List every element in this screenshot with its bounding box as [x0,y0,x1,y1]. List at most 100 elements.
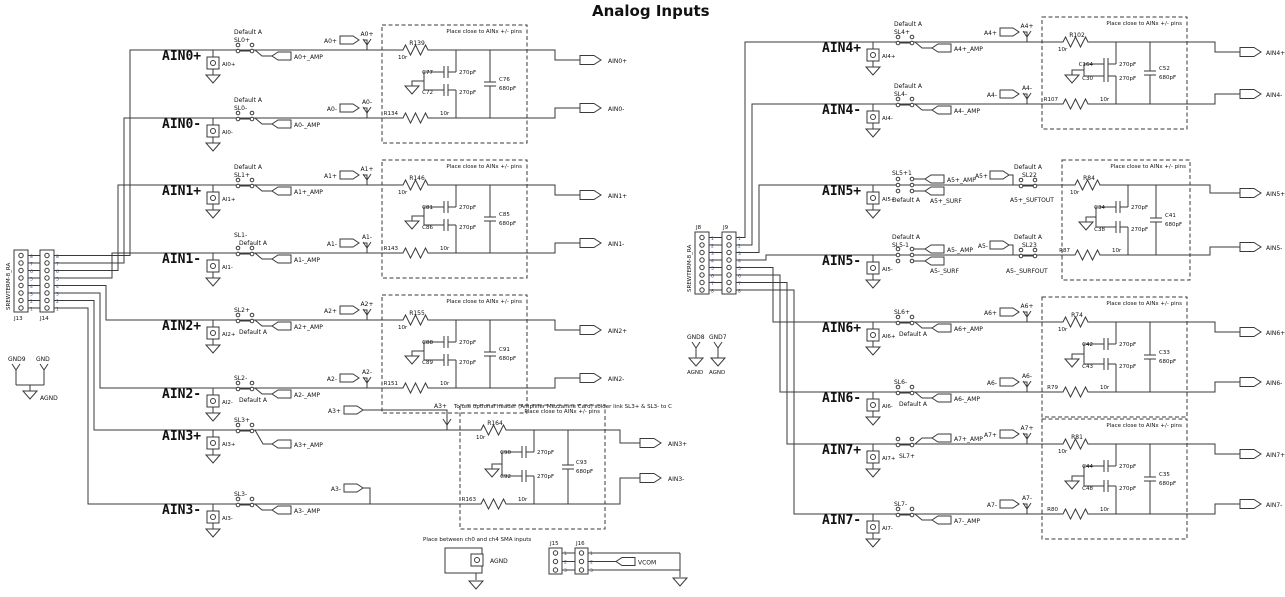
resistor [477,498,513,510]
testpoint [206,259,220,273]
testpoint [866,110,880,124]
testpoint-label: AI3- [222,516,233,522]
switch-ref: SL6+ [894,309,910,316]
cap-ref: C88 [422,340,433,346]
amp-net-label: A2-_AMP [294,392,320,399]
wires [820,311,1240,417]
net-tag [271,389,292,399]
channel-pair-ain0: AIN0+ AIN0- AI0+ AI0- Default A SL0+ Def… [160,24,627,152]
net-tag [343,405,364,415]
flag-label: A0- [362,99,372,106]
switch-default-label: Default A [894,83,923,90]
cap-value: 680pF [1159,481,1176,487]
pin-number: 6 [56,269,59,275]
net-tag [615,557,636,566]
filter-box [381,24,528,144]
resistor-value: 10r [1070,190,1080,196]
amp-net-label: A5+_AMP [947,177,976,184]
output-tag [1239,47,1262,57]
connector-type: SREWTERM-8_RA [687,245,693,292]
amp-net-label: A4+_AMP [954,46,983,53]
amp-net-label: A7-_AMP [954,518,980,525]
solder-link-switch [895,384,915,396]
output-tag [1239,499,1262,509]
resistor [1059,386,1095,398]
cap-value: 680pF [499,86,516,92]
gnd-flag-label: GND [36,356,50,363]
cap-value: 680pF [1159,75,1176,81]
channel-pair-ain7: AIN7+ AIN7- AI7+ AI7- SL7+ SL7- A7+_AMP … [820,418,1285,548]
net-label: A7- [987,502,997,509]
solder-link-switch [235,496,255,508]
pin-number: 2 [30,299,33,305]
connector-pins [699,234,732,293]
resistor-ref: R79 [1047,385,1058,391]
output-tag [579,325,602,335]
cap-ref: C44 [1082,464,1093,470]
switch-ref: SL2+ [234,307,250,314]
pin-number: 2 [711,244,714,250]
net-label: A0- [327,106,337,113]
solder-link-switch [235,422,255,434]
output-tag [579,55,602,65]
resistor [399,382,435,394]
net-tag [989,240,1010,250]
cap-value: 270pF [459,360,476,366]
channel-label: AIN4+ [822,41,861,56]
output-net-label: AIN7+ [1266,452,1285,459]
output-tag [579,190,602,200]
switch-default-label: Default A [894,21,923,28]
resistor-ref: R155 [409,310,425,317]
switch-ref: SL1- [234,232,247,239]
wires [160,409,640,529]
pin-number: 3 [738,251,741,257]
resistor-ref: R151 [384,381,398,387]
output-tag [579,103,602,113]
channel-pair-ain2: AIN2+ AIN2- AI2+ AI2- Default A SL2+ Def… [160,294,627,422]
filter-note: Place close to AINx +/- pins [1106,301,1182,307]
testpoint [206,394,220,408]
pin-number: 6 [738,274,741,280]
amp-net-label: A0+_AMP [294,54,323,61]
cap-ref: C89 [422,360,433,366]
resistor-ref: R143 [384,246,399,252]
ground-symbol [404,355,420,365]
ground-symbol [404,85,420,95]
filter-box [381,294,528,414]
ground-symbol [1064,480,1080,490]
pin-number: 6 [711,274,714,280]
cap-ref: C42 [1082,342,1093,348]
cap-ref: C72 [422,90,433,96]
solder-link-switch [1018,177,1038,189]
cap-ref: C77 [422,70,433,76]
pin-number: 5 [711,266,714,272]
ground-symbol [688,357,704,367]
flag-label: A6- [1022,373,1032,380]
ground-symbol [710,357,726,367]
net-tag [924,186,945,196]
net-tag [999,307,1020,317]
gnd-flag-icon [11,363,21,377]
flag-label: A4- [1022,85,1032,92]
cap-ref: C38 [1094,227,1105,233]
output-tag [1239,449,1262,459]
amp-net-label: A0-_AMP [294,122,320,129]
connector-body [13,249,29,313]
resistor [1059,508,1095,520]
output-net-label: AIN5- [1266,245,1282,252]
flag-label: A7+ [1021,425,1034,432]
ground-symbol [484,468,500,478]
wires [160,174,580,278]
output-tag [639,438,662,448]
cap-value: 270pF [459,90,476,96]
output-net-label: AIN1- [608,241,624,248]
ground-symbol [865,66,881,76]
pin-number: 6 [30,269,33,275]
testpoint [866,450,880,464]
switch-ref: SL5+1 [892,170,912,177]
testpoint [866,328,880,342]
wires [160,39,580,143]
switch-ref: SL1+ [234,172,250,179]
net-label: A2+ [324,308,337,315]
